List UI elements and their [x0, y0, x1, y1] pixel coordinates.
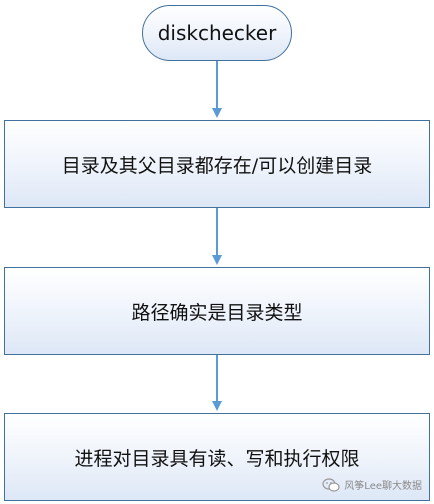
- watermark-text: 风筝Lee聊大数据: [344, 481, 422, 492]
- watermark: 风筝Lee聊大数据: [322, 477, 422, 492]
- step-box-1: 目录及其父目录都存在/可以创建目录: [4, 120, 430, 208]
- step-label-2: 路径确实是目录类型: [131, 301, 303, 324]
- step-box-3: 进程对目录具有读、写和执行权限: [4, 413, 430, 501]
- step-label-3: 进程对目录具有读、写和执行权限: [74, 447, 360, 470]
- start-node: diskchecker: [142, 5, 292, 61]
- step-label-1: 目录及其父目录都存在/可以创建目录: [61, 154, 373, 177]
- start-node-label: diskchecker: [157, 21, 277, 45]
- wechat-icon: [322, 477, 340, 492]
- step-box-2: 路径确实是目录类型: [4, 267, 430, 355]
